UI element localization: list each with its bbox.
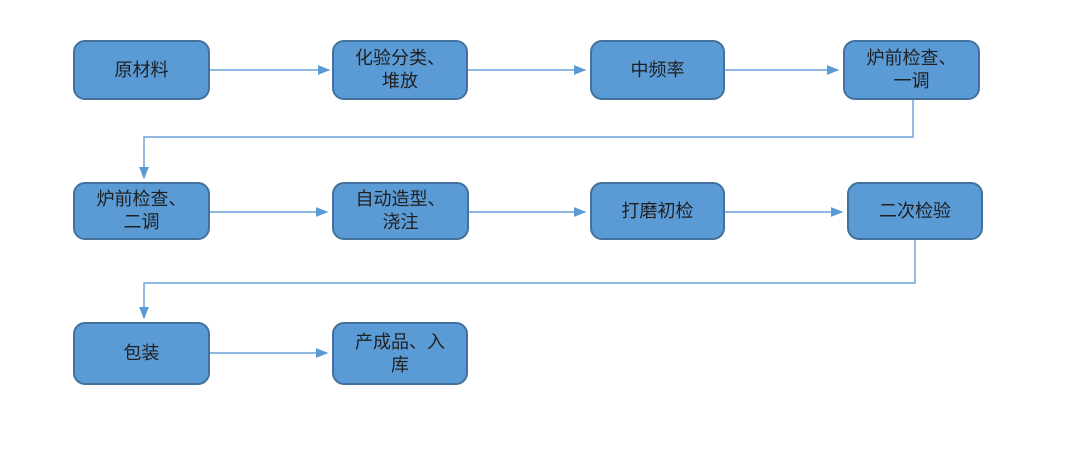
flow-node-label: 炉前检查、 一调 bbox=[866, 48, 957, 92]
flow-node-lab-classification-stacking[interactable]: 化验分类、 堆放 bbox=[332, 40, 468, 100]
elbow-connector-n4-n5 bbox=[139, 100, 914, 180]
elbow-connector-n8-n9 bbox=[139, 240, 916, 320]
flow-node-label: 包装 bbox=[123, 343, 160, 364]
flow-node-label: 中频率 bbox=[630, 59, 685, 81]
flow-node-finished-goods-warehousing[interactable]: 产成品、入 库 bbox=[332, 322, 468, 385]
flow-node-medium-frequency[interactable]: 中频率 bbox=[590, 40, 725, 100]
flow-node-packaging[interactable]: 包装 bbox=[73, 322, 210, 385]
flow-node-label: 化验分类、 堆放 bbox=[355, 48, 445, 92]
flow-node-label: 打磨初检 bbox=[621, 200, 694, 222]
flow-node-raw-materials[interactable]: 原材料 bbox=[73, 40, 210, 100]
flow-node-furnace-inspection-first-adjustment[interactable]: 炉前检查、 一调 bbox=[843, 40, 980, 100]
flow-node-label: 产成品、入 库 bbox=[355, 331, 445, 376]
flow-node-grinding-initial-inspection[interactable]: 打磨初检 bbox=[590, 182, 725, 240]
flow-node-label: 自动造型、 浇注 bbox=[355, 189, 446, 233]
flow-node-secondary-inspection[interactable]: 二次检验 bbox=[847, 182, 983, 240]
flow-node-label: 二次检验 bbox=[879, 200, 951, 222]
flow-node-label: 原材料 bbox=[114, 59, 169, 81]
flow-node-furnace-inspection-second-adjustment[interactable]: 炉前检查、 二调 bbox=[73, 182, 210, 240]
flow-node-auto-molding-pouring[interactable]: 自动造型、 浇注 bbox=[332, 182, 469, 240]
flow-node-label: 炉前检查、 二调 bbox=[96, 189, 187, 233]
